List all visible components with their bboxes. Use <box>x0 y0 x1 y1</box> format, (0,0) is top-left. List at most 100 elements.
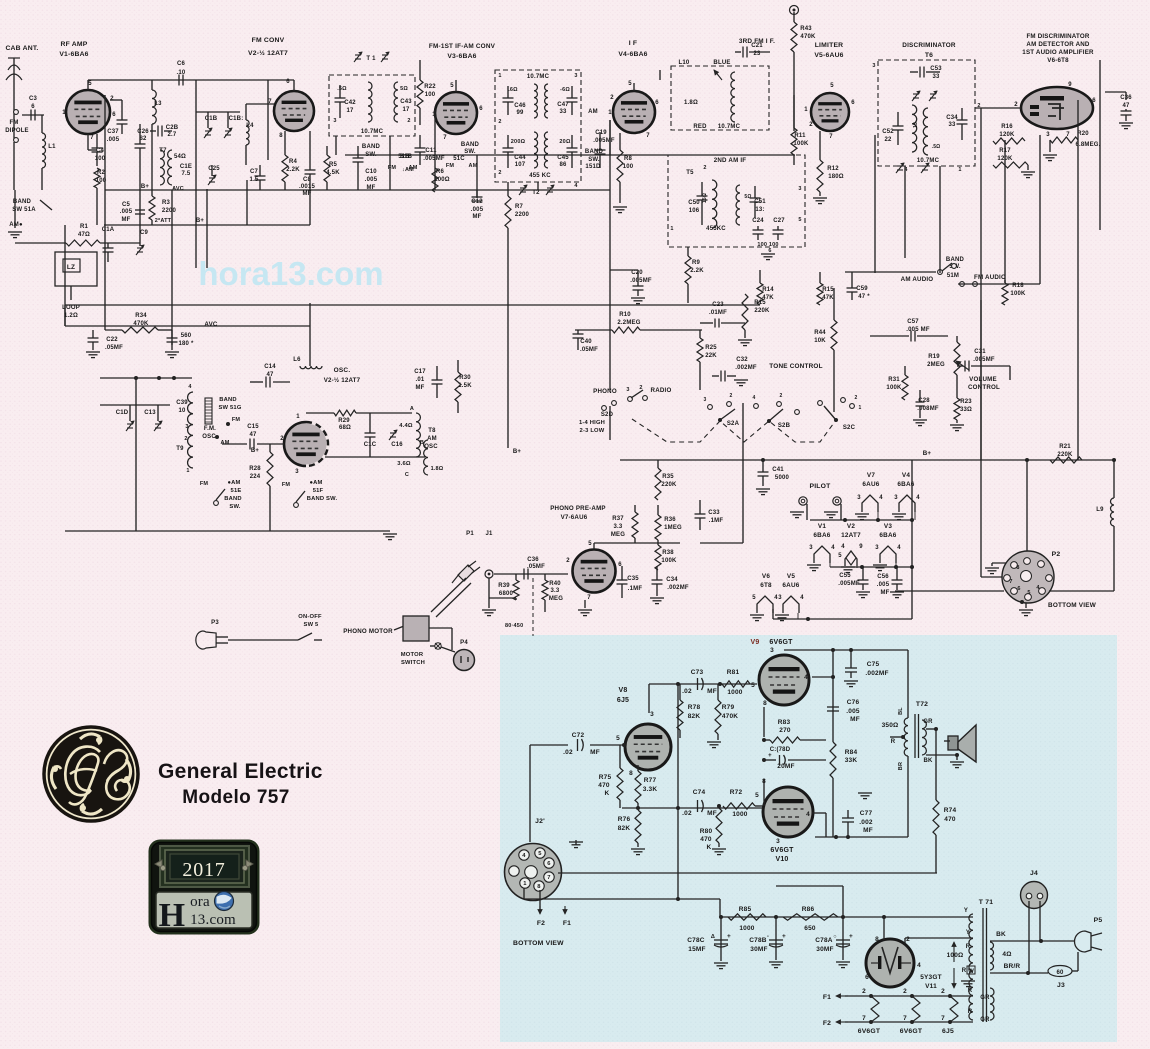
svg-text:AM DETECTOR AND: AM DETECTOR AND <box>1026 41 1089 48</box>
svg-text:7: 7 <box>547 875 550 881</box>
svg-text:C72: C72 <box>572 732 585 739</box>
svg-text:C31: C31 <box>974 349 986 355</box>
svg-text:10.7MC: 10.7MC <box>361 129 384 135</box>
svg-text:R10: R10 <box>619 312 631 318</box>
svg-text:2: 2 <box>566 558 570 564</box>
svg-text:30MF: 30MF <box>816 946 833 953</box>
svg-text:1: 1 <box>62 110 66 116</box>
svg-text:BK: BK <box>996 931 1006 938</box>
svg-text:47: 47 <box>266 372 274 378</box>
svg-text:FM: FM <box>232 417 241 423</box>
svg-text:RADIO: RADIO <box>651 387 672 394</box>
svg-text:2: 2 <box>639 385 642 391</box>
svg-text:2: 2 <box>407 118 410 124</box>
svg-text:13:: 13: <box>755 207 764 213</box>
svg-text:C7: C7 <box>250 169 259 175</box>
svg-text:5: 5 <box>830 83 834 89</box>
svg-text:BLUE: BLUE <box>713 60 730 66</box>
svg-text:R15: R15 <box>822 287 834 293</box>
svg-text:T6: T6 <box>925 52 933 59</box>
svg-text:.005: .005 <box>107 137 120 143</box>
svg-text:.02: .02 <box>682 688 692 695</box>
svg-text:C16: C16 <box>391 442 403 448</box>
svg-text:C43: C43 <box>400 99 412 105</box>
svg-text:.005: .005 <box>471 207 484 213</box>
svg-text:2.7: 2.7 <box>168 132 177 138</box>
svg-text:2: 2 <box>498 119 501 125</box>
svg-text:.05MF: .05MF <box>105 345 123 351</box>
svg-text:V9: V9 <box>751 639 760 646</box>
svg-text:5Y3GT: 5Y3GT <box>920 974 942 981</box>
svg-text:6J5: 6J5 <box>617 697 629 704</box>
svg-text:6: 6 <box>1017 586 1020 592</box>
svg-text:C76: C76 <box>847 699 860 706</box>
svg-text:6BA6: 6BA6 <box>897 481 914 488</box>
svg-text:9: 9 <box>1068 82 1072 88</box>
svg-text:C55: C55 <box>839 573 851 579</box>
svg-text:470K: 470K <box>800 34 816 40</box>
svg-text:2*ATT: 2*ATT <box>155 218 172 224</box>
svg-text:C78C: C78C <box>687 937 705 944</box>
svg-text:C28: C28 <box>918 398 930 404</box>
svg-text:BAND: BAND <box>585 149 604 155</box>
svg-text:MF: MF <box>880 590 889 596</box>
svg-text:R35: R35 <box>662 474 674 480</box>
svg-text:2: 2 <box>184 436 187 442</box>
svg-text:+: + <box>768 753 772 759</box>
svg-text:3: 3 <box>704 397 707 403</box>
svg-text:V3-6BA6: V3-6BA6 <box>447 53 476 60</box>
svg-text:47 *: 47 * <box>858 294 870 300</box>
svg-text:6V6GT: 6V6GT <box>900 1028 923 1035</box>
svg-text:●AM: ●AM <box>227 480 240 486</box>
svg-text:3: 3 <box>798 186 801 192</box>
svg-text:.002MF: .002MF <box>735 365 757 371</box>
svg-text:V1: V1 <box>818 523 826 530</box>
svg-text:C78B: C78B <box>749 937 767 944</box>
svg-text:2-3 LOW: 2-3 LOW <box>580 428 605 434</box>
svg-text:1: 1 <box>186 468 189 474</box>
svg-text:C36: C36 <box>527 557 539 563</box>
svg-text:C14: C14 <box>264 364 276 370</box>
svg-text:.1MF: .1MF <box>709 518 724 524</box>
svg-text:5: 5 <box>755 792 759 799</box>
svg-text:2: 2 <box>1014 102 1018 108</box>
svg-text:R76: R76 <box>618 816 631 823</box>
svg-text:MF: MF <box>366 185 375 191</box>
svg-text:FM AUDIO: FM AUDIO <box>974 274 1006 281</box>
svg-text:J2': J2' <box>535 818 545 825</box>
svg-text:8: 8 <box>279 133 283 139</box>
svg-text:V2-½ 12AT7: V2-½ 12AT7 <box>248 49 288 57</box>
svg-text:MEG: MEG <box>549 596 563 602</box>
svg-text:2200: 2200 <box>515 212 530 218</box>
svg-text:22K: 22K <box>705 353 717 359</box>
svg-text:100K: 100K <box>1010 291 1026 297</box>
svg-text:T8: T8 <box>428 428 436 434</box>
svg-text:R4: R4 <box>289 159 298 165</box>
svg-text:S2A: S2A <box>727 421 740 427</box>
svg-text:1.5K: 1.5K <box>458 383 472 389</box>
svg-text:.002MF: .002MF <box>865 670 888 677</box>
svg-text:6BA6: 6BA6 <box>813 532 830 539</box>
svg-text:.01MF: .01MF <box>709 310 727 316</box>
svg-text:.005MF: .005MF <box>973 357 995 363</box>
svg-text:C32: C32 <box>736 357 748 363</box>
svg-text:5: 5 <box>752 595 756 601</box>
svg-text:68Ω: 68Ω <box>339 425 351 431</box>
svg-text:R18: R18 <box>1012 283 1024 289</box>
svg-text:C:(78D: C:(78D <box>770 747 791 753</box>
svg-text:6800: 6800 <box>499 591 514 597</box>
svg-text:AM: AM <box>409 165 418 171</box>
svg-text:2017: 2017 <box>182 859 225 881</box>
svg-text:F1: F1 <box>563 920 571 927</box>
svg-text:47: 47 <box>249 432 257 438</box>
svg-text:C78A: C78A <box>815 937 833 944</box>
svg-text:3: 3 <box>857 495 861 501</box>
svg-text:V5: V5 <box>787 573 795 580</box>
svg-text:C75: C75 <box>867 661 880 668</box>
svg-text:6AU6: 6AU6 <box>782 582 799 589</box>
svg-text:C46: C46 <box>514 103 526 109</box>
svg-text:AVC: AVC <box>204 321 218 328</box>
svg-text:BAND: BAND <box>461 142 480 148</box>
svg-text:hora13.com: hora13.com <box>198 255 383 292</box>
svg-text:6: 6 <box>31 104 35 110</box>
